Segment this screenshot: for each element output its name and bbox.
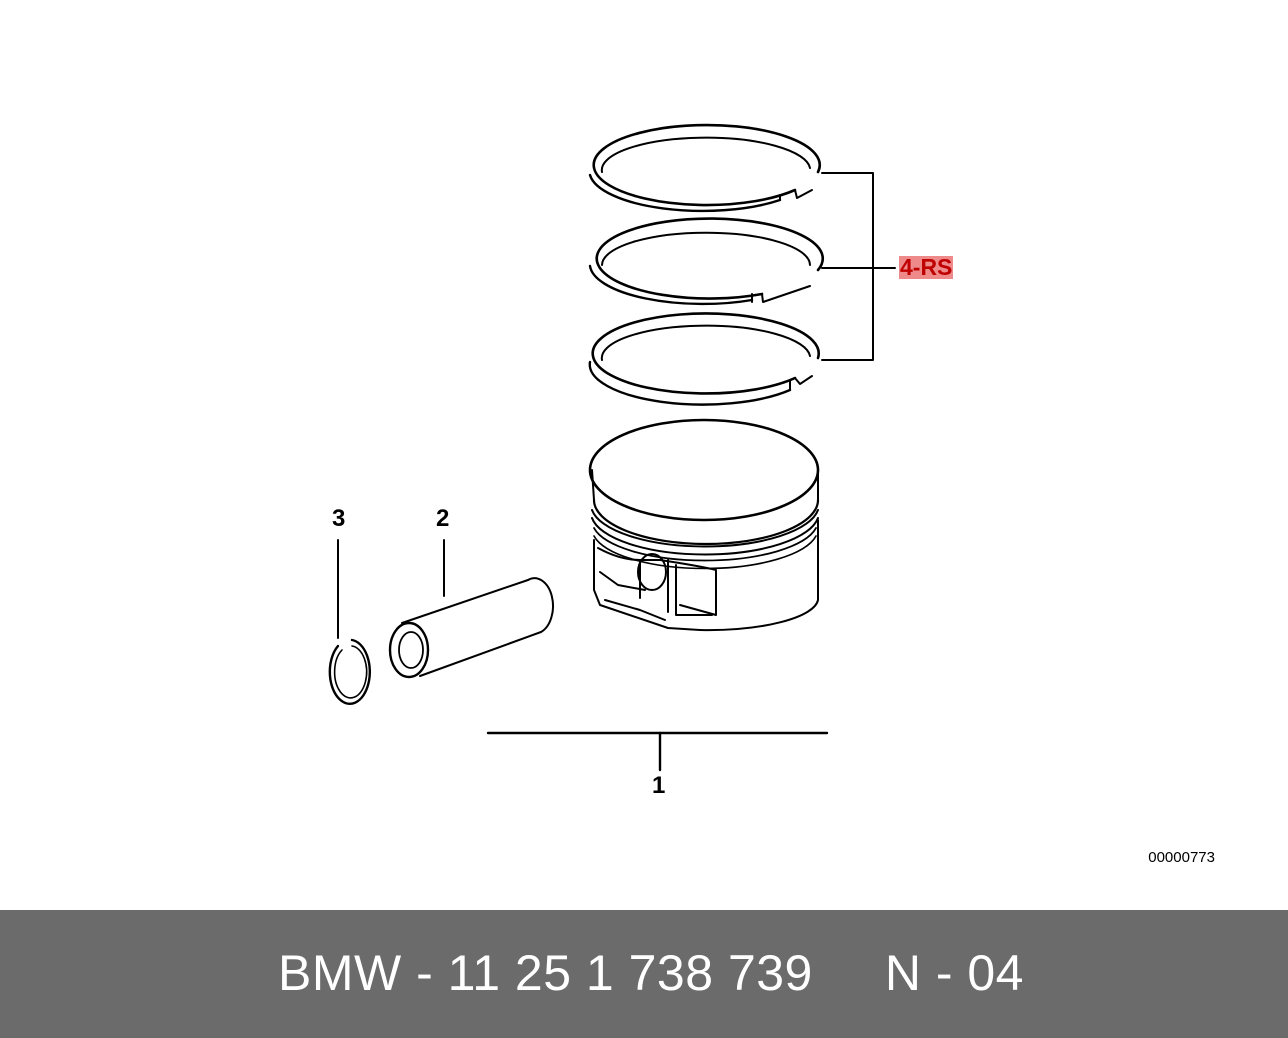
assembly-bracket [486, 731, 829, 772]
piston-ring-bottom [588, 312, 820, 406]
image-id: 00000773 [1148, 849, 1215, 866]
piston-assembly-drawing [328, 123, 896, 772]
ring-set-leader [821, 172, 896, 361]
callout-ring-set[interactable]: 4-RS [899, 254, 954, 280]
piston-ring-middle [588, 217, 825, 306]
footer-bar: BMW - 11 25 1 738 739 N - 04 [0, 910, 1288, 1038]
circlip [328, 638, 372, 705]
piston-ring-top [588, 123, 822, 213]
piston [588, 418, 820, 632]
part-number-caption: BMW - 11 25 1 738 739 N - 04 [278, 945, 1024, 1001]
callout-circlip: 3 [332, 505, 346, 532]
callout-piston-pin: 2 [436, 505, 450, 532]
callout-piston: 1 [652, 772, 666, 799]
piston-pin [388, 577, 554, 679]
